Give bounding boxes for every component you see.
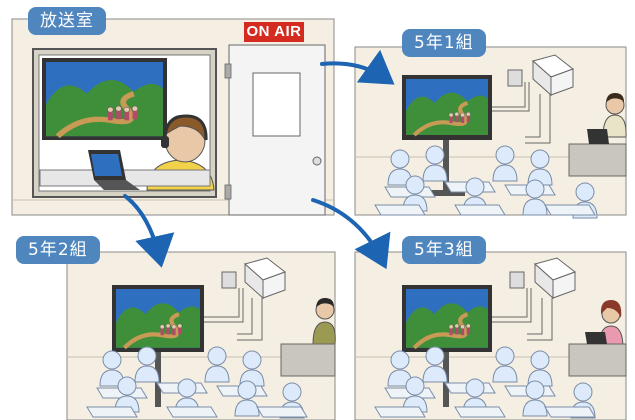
classroom-1 [355,47,626,218]
broadcast-room [12,19,334,215]
classroom-3 [355,252,626,420]
classroom-2-label: 5年2組 [16,236,100,264]
on-air-sign: ON AIR [244,22,304,42]
classroom-1-label: 5年1組 [402,29,486,57]
broadcast-room-label: 放送室 [28,7,106,35]
monitor [42,58,167,140]
classroom-3-label: 5年3組 [402,236,486,264]
classroom-2 [67,252,335,420]
